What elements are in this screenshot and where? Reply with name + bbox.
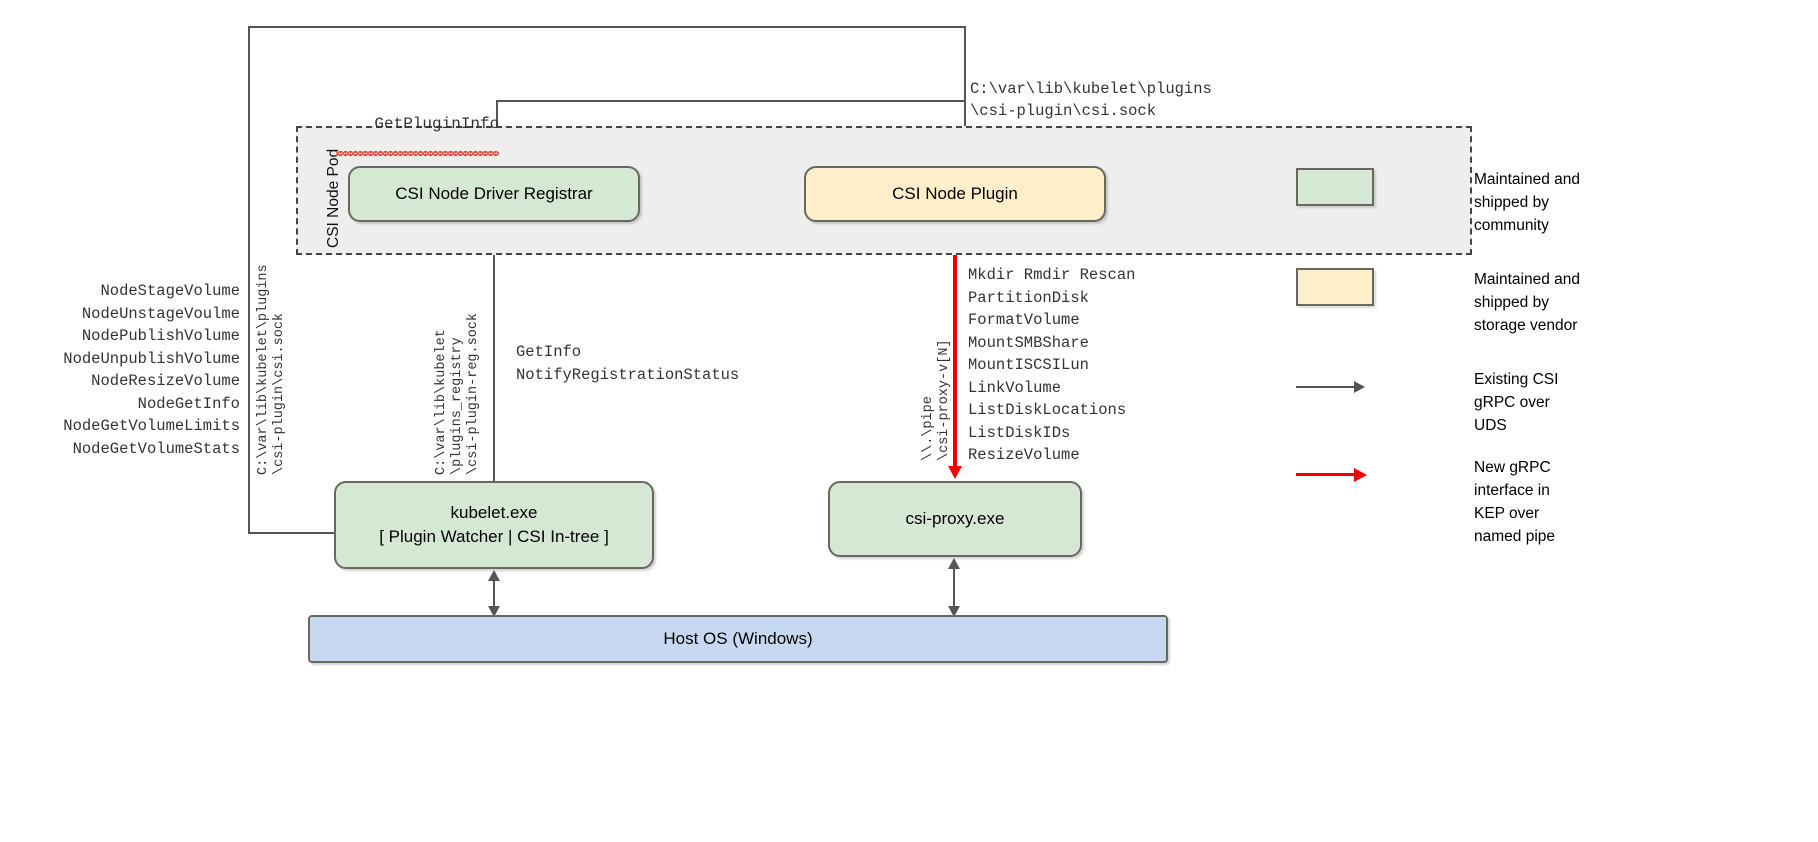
arrowhead-proxy-up (948, 558, 960, 569)
connector-plugin-down (964, 26, 966, 154)
legend-row-new-grpc: New gRPC interface in KEP over named pip… (1296, 456, 1555, 548)
legend-arrow-head-named-pipe (1354, 468, 1367, 482)
box-host-os[interactable]: Host OS (Windows) (308, 615, 1168, 663)
label-get-plugin-info: GetPluginInfo (336, 97, 500, 192)
connector-kubelet-hostos (493, 578, 495, 608)
legend-label-storage-vendor: Maintained and shipped by storage vendor (1474, 271, 1580, 334)
legend-arrow-head-uds (1354, 381, 1365, 393)
label-csi-socket-path-vertical: C:\var\lib\kubelet\plugins \csi-plugin\c… (256, 264, 287, 475)
box-csi-node-plugin-title: CSI Node Plugin (892, 184, 1018, 203)
box-kubelet-exe[interactable]: kubelet.exe [ Plugin Watcher | CSI In-tr… (334, 481, 654, 569)
legend-label-community: Maintained and shipped by community (1474, 171, 1580, 234)
list-node-service-rpcs: NodeStageVolume NodeUnstageVoulme NodePu… (63, 282, 240, 458)
label-registry-socket-path-vertical: C:\var\lib\kubelet \plugins_registry \cs… (434, 312, 481, 475)
connector-proxy-hostos (953, 566, 955, 608)
legend-arrow-named-pipe (1296, 456, 1374, 494)
legend-row-storage-vendor: Maintained and shipped by storage vendor (1296, 268, 1580, 337)
arrowhead-into-csi-proxy (948, 466, 962, 479)
box-csi-proxy-exe-title: csi-proxy.exe (905, 509, 1005, 528)
label-named-pipe-vertical: \\.\pipe \csi-proxy-v[N] (921, 339, 952, 461)
arrowhead-kubelet-up (488, 570, 500, 581)
spellcheck-squiggle-underline (336, 151, 500, 156)
arrowhead-hostos-down-left (488, 606, 500, 617)
legend-arrow-line-uds (1296, 386, 1356, 388)
connector-kubelet-left-vertical (248, 26, 250, 534)
list-csi-proxy-rpcs: Mkdir Rmdir Rescan PartitionDisk FormatV… (968, 266, 1136, 464)
connector-registrar-to-plugin (496, 100, 966, 102)
connector-plugin-to-proxy-red (953, 222, 957, 466)
connector-kubelet-left-top (248, 26, 966, 28)
list-registration-rpcs: GetInfo NotifyRegistrationStatus (516, 343, 740, 384)
connector-kubelet-left-bottom (248, 532, 336, 534)
box-host-os-title: Host OS (Windows) (663, 629, 813, 648)
legend-row-community: Maintained and shipped by community (1296, 168, 1580, 237)
legend-arrow-uds (1296, 368, 1374, 406)
box-csi-node-driver-registrar-title: CSI Node Driver Registrar (395, 184, 593, 203)
box-csi-node-plugin[interactable]: CSI Node Plugin (804, 166, 1106, 222)
box-kubelet-exe-subtitle: [ Plugin Watcher | CSI In-tree ] (379, 527, 609, 546)
legend-arrow-line-named-pipe (1296, 473, 1356, 476)
legend-row-existing-csi-grpc: Existing CSI gRPC over UDS (1296, 368, 1558, 437)
connector-registrar-kubelet (493, 234, 495, 482)
label-csi-plugin-socket-path: C:\var\lib\kubelet\plugins \csi-plugin\c… (970, 80, 1212, 120)
box-csi-proxy-exe[interactable]: csi-proxy.exe (828, 481, 1082, 557)
label-get-plugin-info-text: GetPluginInfo (374, 115, 500, 133)
legend-label-existing-csi-grpc: Existing CSI gRPC over UDS (1474, 371, 1559, 434)
arrowhead-hostos-down-right (948, 606, 960, 617)
box-kubelet-exe-title: kubelet.exe (450, 503, 538, 522)
box-csi-node-driver-registrar[interactable]: CSI Node Driver Registrar (348, 166, 640, 222)
legend-swatch-storage-vendor (1296, 268, 1374, 306)
legend-label-new-grpc: New gRPC interface in KEP over named pip… (1474, 459, 1556, 545)
legend-swatch-community (1296, 168, 1374, 206)
